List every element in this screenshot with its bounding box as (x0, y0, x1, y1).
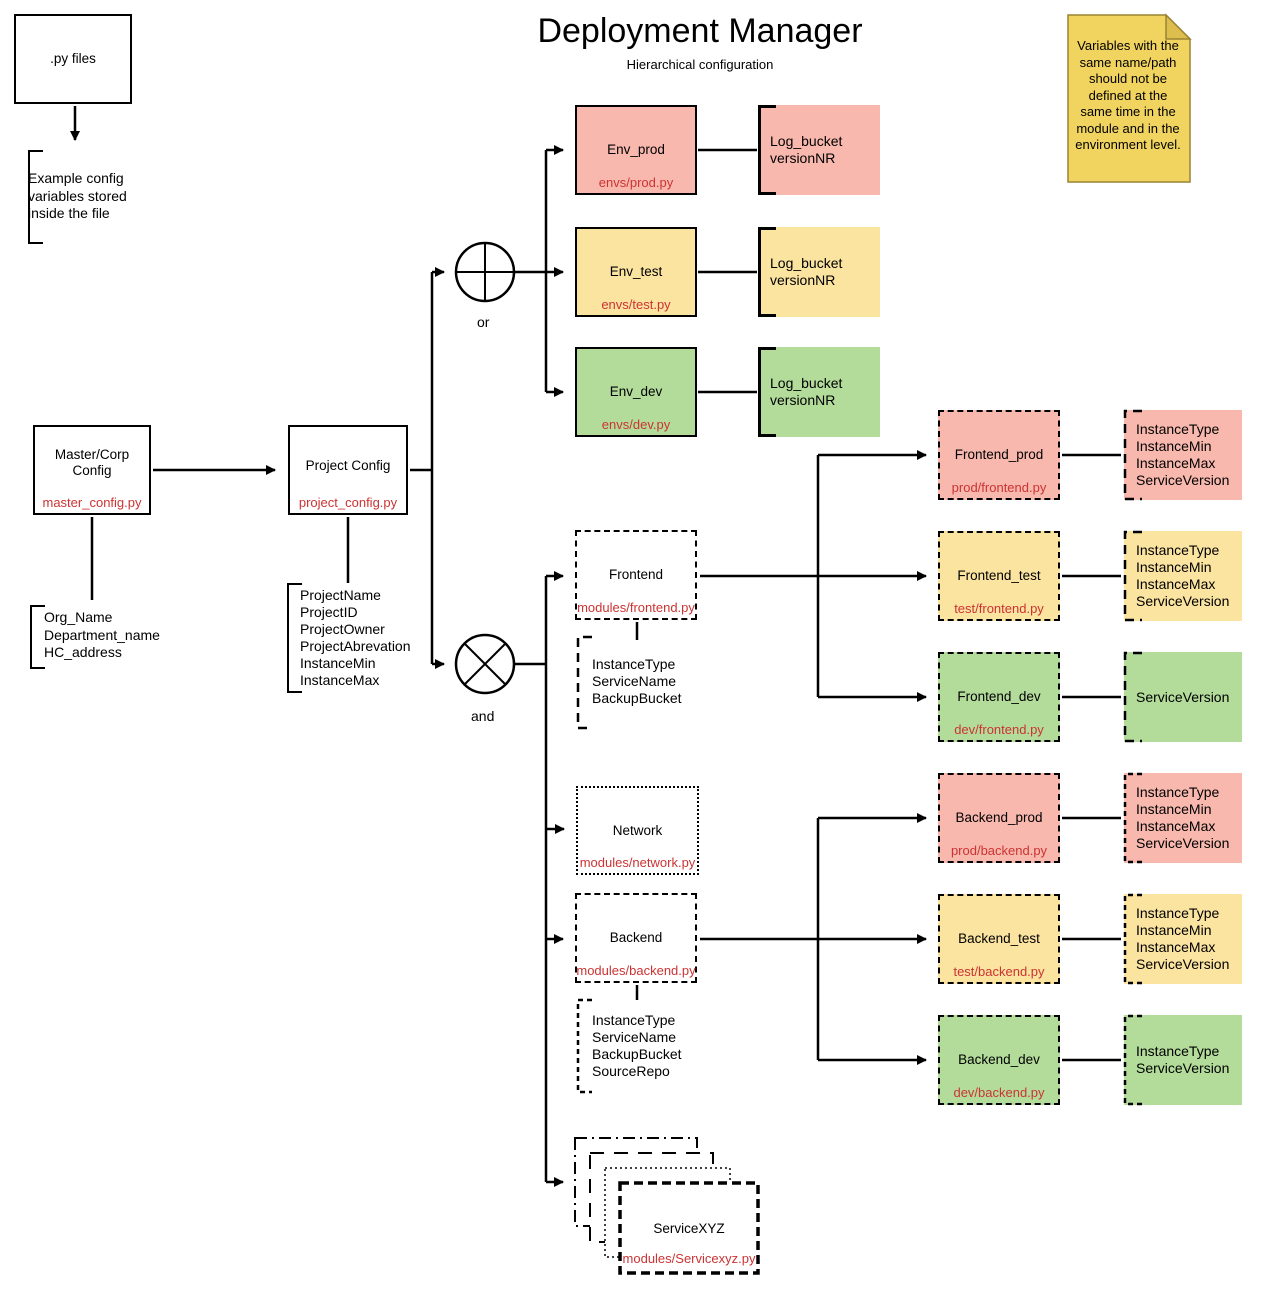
and-gate-circle (454, 633, 516, 695)
frontend-prod-label: Frontend_prod (954, 447, 1044, 462)
frontend-test-attrs: InstanceType InstanceMin InstanceMax Ser… (1136, 542, 1230, 609)
frontend-prod-box: Frontend_prod prod/frontend.py (938, 410, 1060, 500)
attr-brackets (1123, 409, 1142, 1106)
frontend-prod-attrs-box: InstanceType InstanceMin InstanceMax Ser… (1124, 410, 1242, 500)
project-config-box: Project Config project_config.py (288, 425, 408, 515)
or-gate (454, 241, 516, 303)
backend-prod-label: Backend_prod (955, 810, 1043, 825)
master-config-variables: Org_Name Department_name HC_address (44, 609, 160, 660)
backend-test-attrs-box: InstanceType InstanceMin InstanceMax Ser… (1124, 894, 1242, 984)
frontend-test-attrs-box: InstanceType InstanceMin InstanceMax Ser… (1124, 531, 1242, 621)
backend-prod-path: prod/backend.py (950, 843, 1048, 858)
log-bucket-dev-attrs: Log_bucket versionNR (770, 375, 843, 408)
frontend-dev-attrs-box: ServiceVersion (1124, 652, 1242, 742)
frontend-test-path: test/frontend.py (954, 601, 1044, 616)
env-prod-box: Env_prod envs/prod.py (575, 105, 697, 195)
backend-test-label: Backend_test (958, 931, 1040, 946)
frontend-prod-attrs: InstanceType InstanceMin InstanceMax Ser… (1136, 421, 1230, 488)
backend-dev-attrs-box: InstanceType ServiceVersion (1124, 1015, 1242, 1105)
py-files-box: .py files (14, 14, 132, 104)
sticky-note-fold (1165, 13, 1192, 40)
network-module-box: Network modules/network.py (576, 786, 699, 875)
backend-module-box: Backend modules/backend.py (575, 893, 697, 983)
py-files-note: Example config variables stored inside t… (28, 170, 127, 221)
frontend-test-label: Frontend_test (957, 568, 1041, 583)
frontend-prod-path: prod/frontend.py (951, 480, 1047, 495)
env-prod-label: Env_prod (607, 142, 665, 157)
backend-prod-attrs-box: InstanceType InstanceMin InstanceMax Ser… (1124, 773, 1242, 863)
frontend-dev-attrs: ServiceVersion (1136, 688, 1230, 705)
env-test-label: Env_test (609, 264, 663, 279)
or-gate-cross (456, 243, 514, 301)
backend-prod-attrs: InstanceType InstanceMin InstanceMax Ser… (1136, 784, 1230, 851)
backend-prod-box: Backend_prod prod/backend.py (938, 773, 1060, 863)
master-config-label: Master/Corp Config (54, 447, 130, 479)
frontend-vars-bracket (576, 635, 592, 730)
frontend-dev-label: Frontend_dev (957, 689, 1041, 704)
network-module-label: Network (612, 822, 663, 838)
backend-module-label: Backend (609, 930, 663, 945)
env-prod-path: envs/prod.py (598, 175, 674, 190)
log-bucket-prod-box: Log_bucket versionNR (758, 105, 880, 195)
page-title: Deployment Manager (537, 12, 863, 50)
network-module-path: modules/network.py (579, 855, 696, 870)
servicexyz-path: modules/Servicexyz.py (622, 1251, 756, 1266)
master-vars-bracket (30, 605, 45, 669)
log-bucket-prod-attrs: Log_bucket versionNR (770, 133, 843, 166)
backend-dev-path: dev/backend.py (953, 1085, 1045, 1100)
backend-module-variables: InstanceType ServiceName BackupBucket So… (592, 1012, 682, 1079)
backend-vars-bracket (576, 998, 592, 1094)
and-gate-label: and (471, 708, 495, 724)
log-bucket-dev-box: Log_bucket versionNR (758, 347, 880, 437)
py-files-label: .py files (50, 51, 96, 66)
or-gate-circle (454, 241, 516, 303)
backend-test-attrs: InstanceType InstanceMin InstanceMax Ser… (1136, 905, 1230, 972)
env-test-path: envs/test.py (601, 297, 671, 312)
backend-test-box: Backend_test test/backend.py (938, 894, 1060, 984)
backend-dev-box: Backend_dev dev/backend.py (938, 1015, 1060, 1105)
env-dev-path: envs/dev.py (601, 417, 671, 432)
master-config-box: Master/Corp Config master_config.py (33, 425, 151, 515)
backend-test-path: test/backend.py (953, 964, 1045, 979)
log-bucket-test-attrs: Log_bucket versionNR (770, 255, 843, 288)
env-test-box: Env_test envs/test.py (575, 227, 697, 317)
frontend-module-label: Frontend (608, 567, 664, 582)
frontend-module-box: Frontend modules/frontend.py (575, 530, 697, 620)
page-subtitle: Hierarchical configuration (626, 57, 774, 72)
frontend-module-variables: InstanceType ServiceName BackupBucket (592, 656, 682, 706)
and-gate-x (463, 642, 507, 686)
log-bucket-test-box: Log_bucket versionNR (758, 227, 880, 317)
or-gate-label: or (477, 314, 490, 330)
frontend-module-path: modules/frontend.py (577, 600, 695, 615)
frontend-test-box: Frontend_test test/frontend.py (938, 531, 1060, 621)
backend-module-path: modules/backend.py (576, 963, 696, 978)
and-gate (454, 633, 516, 695)
project-config-label: Project Config (305, 457, 391, 473)
frontend-dev-path: dev/frontend.py (954, 722, 1044, 737)
project-config-variables: ProjectName ProjectID ProjectOwner Proje… (300, 587, 411, 688)
sticky-note-text: Variables with the same name/path should… (1075, 38, 1181, 152)
frontend-dev-box: Frontend_dev dev/frontend.py (938, 652, 1060, 742)
backend-dev-attrs: InstanceType ServiceVersion (1136, 1043, 1230, 1076)
backend-dev-label: Backend_dev (958, 1052, 1040, 1067)
project-config-path: project_config.py (298, 495, 398, 510)
env-dev-box: Env_dev envs/dev.py (575, 347, 697, 437)
master-config-path: master_config.py (42, 495, 142, 510)
env-dev-label: Env_dev (609, 384, 663, 399)
